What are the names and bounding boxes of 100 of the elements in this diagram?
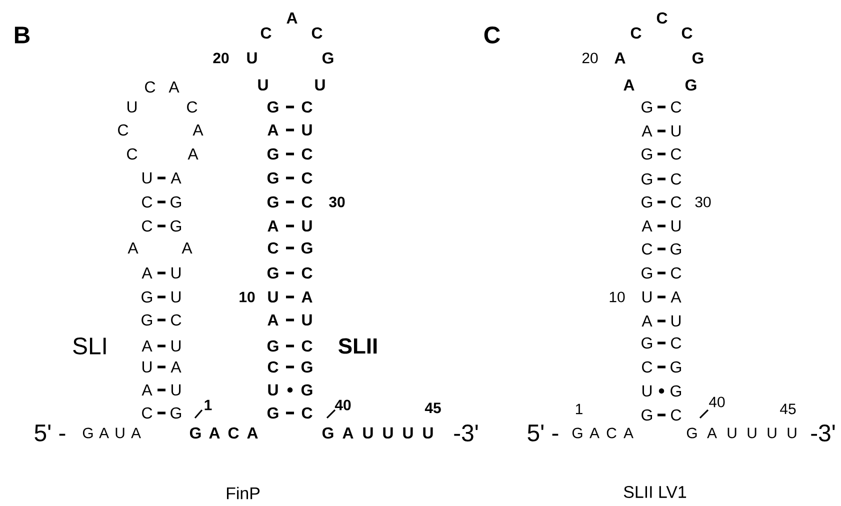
nucleotide: C [630,27,642,39]
nucleotide: C [302,340,312,352]
nucleotide: A [624,428,634,438]
position-number: 45 [780,404,796,414]
position-number: 10 [240,292,255,302]
nucleotide: A [131,428,141,438]
nucleotide: A [128,242,138,254]
nucleotide: U [171,291,181,303]
nucleotide: U [642,291,652,303]
nucleotide: A [142,340,152,352]
nucleotide: U [142,361,152,373]
nucleotide: G [142,291,152,303]
position-number: 1 [204,400,212,410]
nucleotide: U [116,428,124,438]
nucleotide: A [707,428,717,438]
nucleotide: U [268,384,278,396]
nucleotide: U [642,385,652,397]
nucleotide: A [170,172,182,184]
nucleotide: C [302,148,312,160]
nucleotide: A [188,148,198,160]
nucleotide: C [302,407,312,419]
nucleotide: A [642,316,652,326]
nucleotide: A [182,242,192,254]
nucleotide: U [302,314,312,326]
nucleotide: C [118,124,128,136]
stem-loop-label: SLII [338,338,377,354]
nucleotide: U [423,427,433,439]
strand-end-label: 5' - [34,424,66,442]
position-number: 10 [610,292,625,302]
nucleotide: A [268,314,278,326]
nucleotide: C [302,101,312,113]
nucleotide: U [258,79,268,91]
nucleotide: G [642,101,652,113]
nucleotide: G [267,148,278,160]
nucleotide: U [302,124,312,136]
nucleotide: A [614,52,626,64]
nucleotide: C [671,101,682,113]
nucleotide: G [267,340,278,352]
nucleotide: G [267,101,278,113]
position-number: 20 [213,52,229,64]
nucleotide: U [671,220,681,232]
position-number: 40 [334,400,351,410]
nucleotide: A [170,362,182,372]
nucleotide: C [145,81,156,93]
nucleotide: U [171,267,181,279]
nucleotide: U [315,79,325,91]
nucleotide: C [671,337,682,349]
nucleotide: U [768,428,776,438]
nucleotide: C [260,27,272,39]
nucleotide: G [642,173,652,185]
nucleotide: A [642,126,652,136]
nucleotide: C [142,196,152,208]
nucleotide: G [686,428,697,438]
nucleotide: U [127,101,137,113]
nucleotide: G [142,314,152,326]
nucleotide: C [268,361,278,373]
nucleotide: G [170,220,181,232]
nucleotide: C [171,314,182,326]
nucleotide: C [656,12,668,24]
nucleotide: G [301,361,312,373]
nucleotide: U [671,315,681,327]
nucleotide: G [692,52,704,64]
position-number: 45 [424,402,441,414]
nucleotide: C [671,196,682,208]
nucleotide: C [268,242,278,254]
nucleotide: G [170,196,181,208]
nucleotide: A [192,124,204,136]
nucleotide: G [642,196,652,208]
nucleotide: G [267,172,278,184]
nucleotide: C [312,27,322,39]
nucleotide: A [624,80,634,90]
position-number: 1 [576,404,582,414]
nucleotide: C [302,172,312,184]
nucleotide: U [788,428,796,438]
strand-end-label: -3' [454,424,478,442]
nucleotide: G [642,409,652,421]
nucleotide: G [642,267,652,279]
position-number: 30 [695,196,711,208]
nucleotide: C [671,173,682,185]
nucleotide: A [342,428,354,438]
nucleotide: G [170,407,181,419]
nucleotide: A [302,292,312,302]
nucleotide: G [267,196,278,208]
nucleotide: C [642,361,652,373]
nucleotide: G [267,267,278,279]
nucleotide: C [642,243,652,255]
nucleotide: C [671,409,682,421]
nucleotide: C [142,407,152,419]
nucleotide: A [209,428,220,438]
position-number: 20 [582,52,598,64]
nucleotide: G [322,427,334,439]
nucleotide: U [171,384,181,396]
nucleotide: U [142,172,152,184]
panel-caption: FinP [226,486,260,500]
stem-loop-label: SLI [73,338,106,354]
nucleotide: G [322,52,334,64]
position-number: 30 [329,196,345,208]
nucleotide: U [671,125,681,137]
position-number: 40 [709,396,725,408]
nucleotide: A [642,220,652,232]
